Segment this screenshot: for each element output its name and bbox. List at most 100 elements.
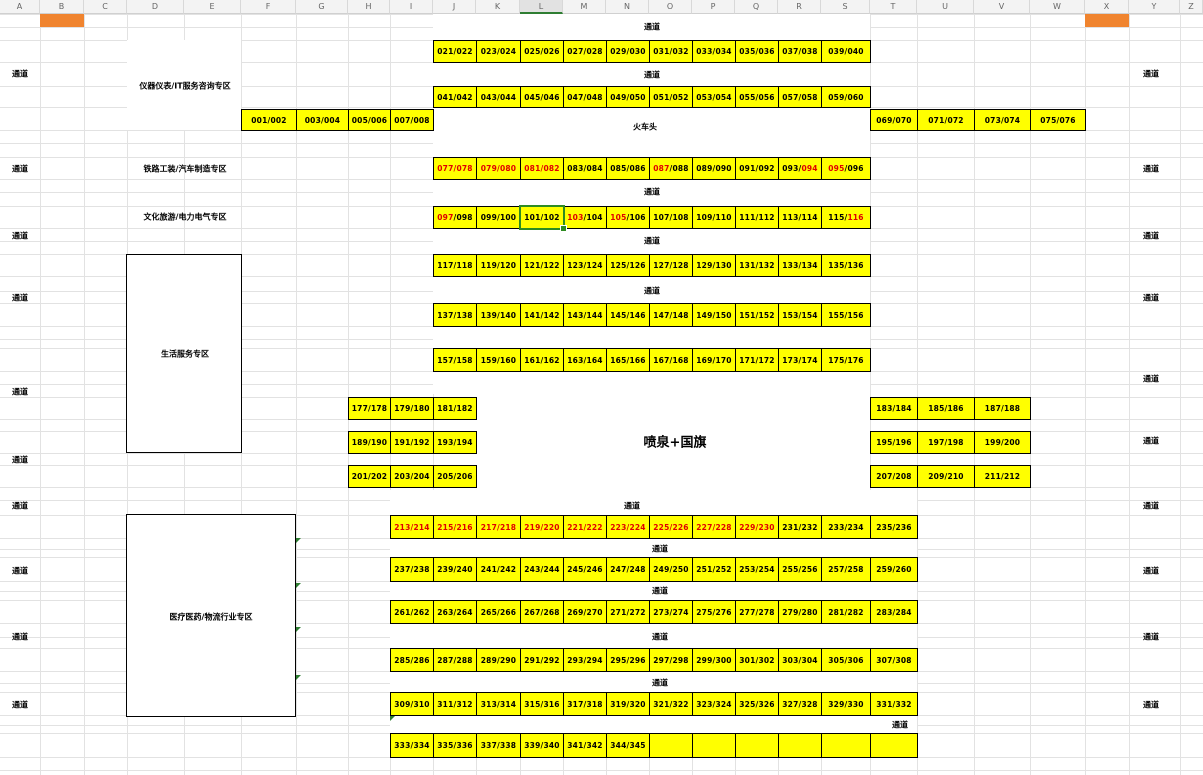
column-header-a[interactable]: A bbox=[0, 0, 40, 14]
booth-cell[interactable]: 331/332 bbox=[870, 692, 918, 716]
booth-cell[interactable]: 173/174 bbox=[778, 348, 822, 372]
booth-cell[interactable]: 193/194 bbox=[433, 431, 477, 454]
booth-cell[interactable]: 079/080 bbox=[476, 157, 521, 180]
booth-cell[interactable] bbox=[870, 733, 918, 758]
booth-cell[interactable]: 155/156 bbox=[821, 303, 871, 327]
booth-cell[interactable]: 279/280 bbox=[778, 600, 822, 624]
booth-cell[interactable]: 113/114 bbox=[778, 206, 822, 229]
booth-cell[interactable]: 055/056 bbox=[735, 86, 779, 108]
booth-cell[interactable]: 091/092 bbox=[735, 157, 779, 180]
booth-cell[interactable]: 291/292 bbox=[520, 648, 564, 672]
booth-cell[interactable]: 149/150 bbox=[692, 303, 736, 327]
booth-cell[interactable]: 207/208 bbox=[870, 465, 918, 488]
booth-cell[interactable]: 141/142 bbox=[520, 303, 564, 327]
booth-cell[interactable]: 183/184 bbox=[870, 397, 918, 420]
column-header-v[interactable]: V bbox=[974, 0, 1030, 14]
booth-cell[interactable]: 139/140 bbox=[476, 303, 521, 327]
booth-cell[interactable]: 225/226 bbox=[649, 515, 693, 539]
booth-cell[interactable]: 245/246 bbox=[563, 557, 607, 582]
booth-cell[interactable]: 005/006 bbox=[348, 109, 391, 131]
booth-cell[interactable]: 199/200 bbox=[974, 431, 1031, 454]
booth-cell[interactable]: 053/054 bbox=[692, 86, 736, 108]
booth-cell[interactable]: 217/218 bbox=[476, 515, 521, 539]
booth-cell[interactable]: 095/096 bbox=[821, 157, 871, 180]
booth-cell[interactable]: 073/074 bbox=[974, 109, 1031, 131]
booth-cell[interactable]: 335/336 bbox=[433, 733, 477, 758]
booth-cell[interactable]: 209/210 bbox=[917, 465, 975, 488]
booth-cell[interactable]: 321/322 bbox=[649, 692, 693, 716]
booth-cell[interactable]: 115/116 bbox=[821, 206, 871, 229]
booth-cell[interactable]: 049/050 bbox=[606, 86, 650, 108]
booth-cell[interactable]: 255/256 bbox=[778, 557, 822, 582]
booth-cell[interactable]: 219/220 bbox=[520, 515, 564, 539]
booth-cell[interactable]: 325/326 bbox=[735, 692, 779, 716]
booth-cell[interactable]: 311/312 bbox=[433, 692, 477, 716]
booth-cell[interactable]: 213/214 bbox=[390, 515, 434, 539]
booth-cell[interactable]: 271/272 bbox=[606, 600, 650, 624]
booth-cell[interactable]: 151/152 bbox=[735, 303, 779, 327]
booth-cell[interactable]: 283/284 bbox=[870, 600, 918, 624]
booth-cell[interactable]: 261/262 bbox=[390, 600, 434, 624]
booth-cell[interactable]: 247/248 bbox=[606, 557, 650, 582]
booth-cell[interactable]: 203/204 bbox=[390, 465, 434, 488]
column-header-z[interactable]: Z bbox=[1180, 0, 1203, 14]
booth-cell[interactable]: 125/126 bbox=[606, 254, 650, 277]
booth-cell[interactable]: 037/038 bbox=[778, 40, 822, 63]
booth-cell[interactable]: 233/234 bbox=[821, 515, 871, 539]
booth-cell[interactable]: 211/212 bbox=[974, 465, 1031, 488]
column-header-c[interactable]: C bbox=[84, 0, 127, 14]
zone-medical-box[interactable] bbox=[126, 514, 296, 717]
booth-cell[interactable]: 339/340 bbox=[520, 733, 564, 758]
booth-cell[interactable]: 323/324 bbox=[692, 692, 736, 716]
booth-cell[interactable]: 167/168 bbox=[649, 348, 693, 372]
column-header-w[interactable]: W bbox=[1030, 0, 1085, 14]
booth-cell[interactable]: 177/178 bbox=[348, 397, 391, 420]
column-header-l[interactable]: L bbox=[520, 0, 563, 14]
booth-cell[interactable]: 181/182 bbox=[433, 397, 477, 420]
booth-cell[interactable]: 175/176 bbox=[821, 348, 871, 372]
booth-cell[interactable]: 129/130 bbox=[692, 254, 736, 277]
booth-cell[interactable]: 127/128 bbox=[649, 254, 693, 277]
booth-cell[interactable]: 239/240 bbox=[433, 557, 477, 582]
booth-cell[interactable]: 165/166 bbox=[606, 348, 650, 372]
booth-cell[interactable] bbox=[735, 733, 779, 758]
column-header-x[interactable]: X bbox=[1085, 0, 1129, 14]
booth-cell[interactable]: 259/260 bbox=[870, 557, 918, 582]
booth-cell[interactable]: 215/216 bbox=[433, 515, 477, 539]
booth-cell[interactable]: 305/306 bbox=[821, 648, 871, 672]
booth-cell[interactable]: 121/122 bbox=[520, 254, 564, 277]
booth-cell[interactable]: 185/186 bbox=[917, 397, 975, 420]
booth-cell[interactable]: 263/264 bbox=[433, 600, 477, 624]
column-header-p[interactable]: P bbox=[692, 0, 735, 14]
booth-cell[interactable]: 071/072 bbox=[917, 109, 975, 131]
booth-cell[interactable]: 147/148 bbox=[649, 303, 693, 327]
booth-cell[interactable]: 241/242 bbox=[476, 557, 521, 582]
booth-cell[interactable]: 047/048 bbox=[563, 86, 607, 108]
booth-cell[interactable]: 297/298 bbox=[649, 648, 693, 672]
booth-cell[interactable]: 109/110 bbox=[692, 206, 736, 229]
booth-cell[interactable]: 243/244 bbox=[520, 557, 564, 582]
booth-cell[interactable]: 105/106 bbox=[606, 206, 650, 229]
booth-cell[interactable]: 201/202 bbox=[348, 465, 391, 488]
booth-cell[interactable]: 107/108 bbox=[649, 206, 693, 229]
booth-cell[interactable]: 163/164 bbox=[563, 348, 607, 372]
booth-cell[interactable]: 309/310 bbox=[390, 692, 434, 716]
booth-cell[interactable]: 281/282 bbox=[821, 600, 871, 624]
booth-cell[interactable]: 143/144 bbox=[563, 303, 607, 327]
column-header-k[interactable]: K bbox=[476, 0, 520, 14]
booth-cell[interactable]: 169/170 bbox=[692, 348, 736, 372]
booth-cell[interactable]: 337/338 bbox=[476, 733, 521, 758]
booth-cell[interactable]: 251/252 bbox=[692, 557, 736, 582]
booth-cell[interactable]: 081/082 bbox=[520, 157, 564, 180]
booth-cell[interactable]: 265/266 bbox=[476, 600, 521, 624]
booth-cell[interactable]: 287/288 bbox=[433, 648, 477, 672]
booth-cell[interactable]: 223/224 bbox=[606, 515, 650, 539]
booth-cell[interactable]: 021/022 bbox=[433, 40, 477, 63]
booth-cell[interactable]: 131/132 bbox=[735, 254, 779, 277]
booth-cell[interactable] bbox=[778, 733, 822, 758]
booth-cell[interactable]: 205/206 bbox=[433, 465, 477, 488]
booth-cell[interactable]: 051/052 bbox=[649, 86, 693, 108]
booth-cell[interactable]: 103/104 bbox=[563, 206, 607, 229]
booth-cell[interactable]: 285/286 bbox=[390, 648, 434, 672]
booth-cell[interactable]: 033/034 bbox=[692, 40, 736, 63]
